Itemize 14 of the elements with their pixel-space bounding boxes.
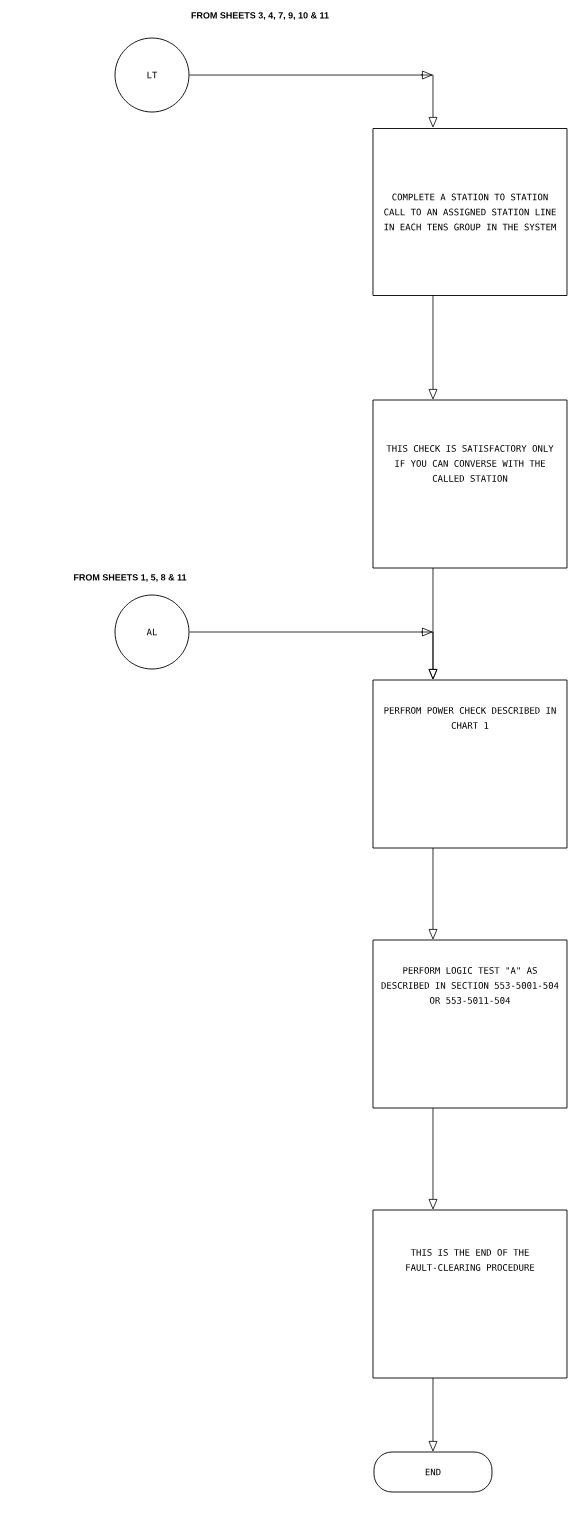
arrow (189, 627, 438, 680)
process-box: THIS IS THE END OF THE FAULT-CLEARING PROCEDURE (372, 1209, 568, 1379)
arrow (428, 294, 438, 400)
process-box: COMPLETE A STATION TO STATION CALL TO AN ASSIGNED STATION LINE IN EACH TENS GROUP IN THE SYSTEM (372, 128, 568, 296)
process-box: THIS CHECK IS SATISFACTORY ONLY IF YOU CAN CONVERSE WITH THE CALLED STATION (372, 399, 568, 569)
terminal-box: END (373, 1451, 493, 1493)
sheet-reference: FROM SHEETS 3, 4, 7, 9, 10 & 11 (191, 12, 329, 20)
arrow (189, 70, 438, 128)
sheet-reference: FROM SHEETS 1, 5, 8 & 11 (74, 574, 187, 582)
process-box: PERFROM POWER CHECK DESCRIBED IN CHART 1 (372, 679, 568, 849)
arrow (428, 1107, 438, 1210)
process-box: PERFORM LOGIC TEST "A" AS DESCRIBED IN SECTION 553-5001-504 OR 553-5011-504 (372, 939, 568, 1109)
arrow (428, 1377, 438, 1452)
arrow (428, 847, 438, 940)
